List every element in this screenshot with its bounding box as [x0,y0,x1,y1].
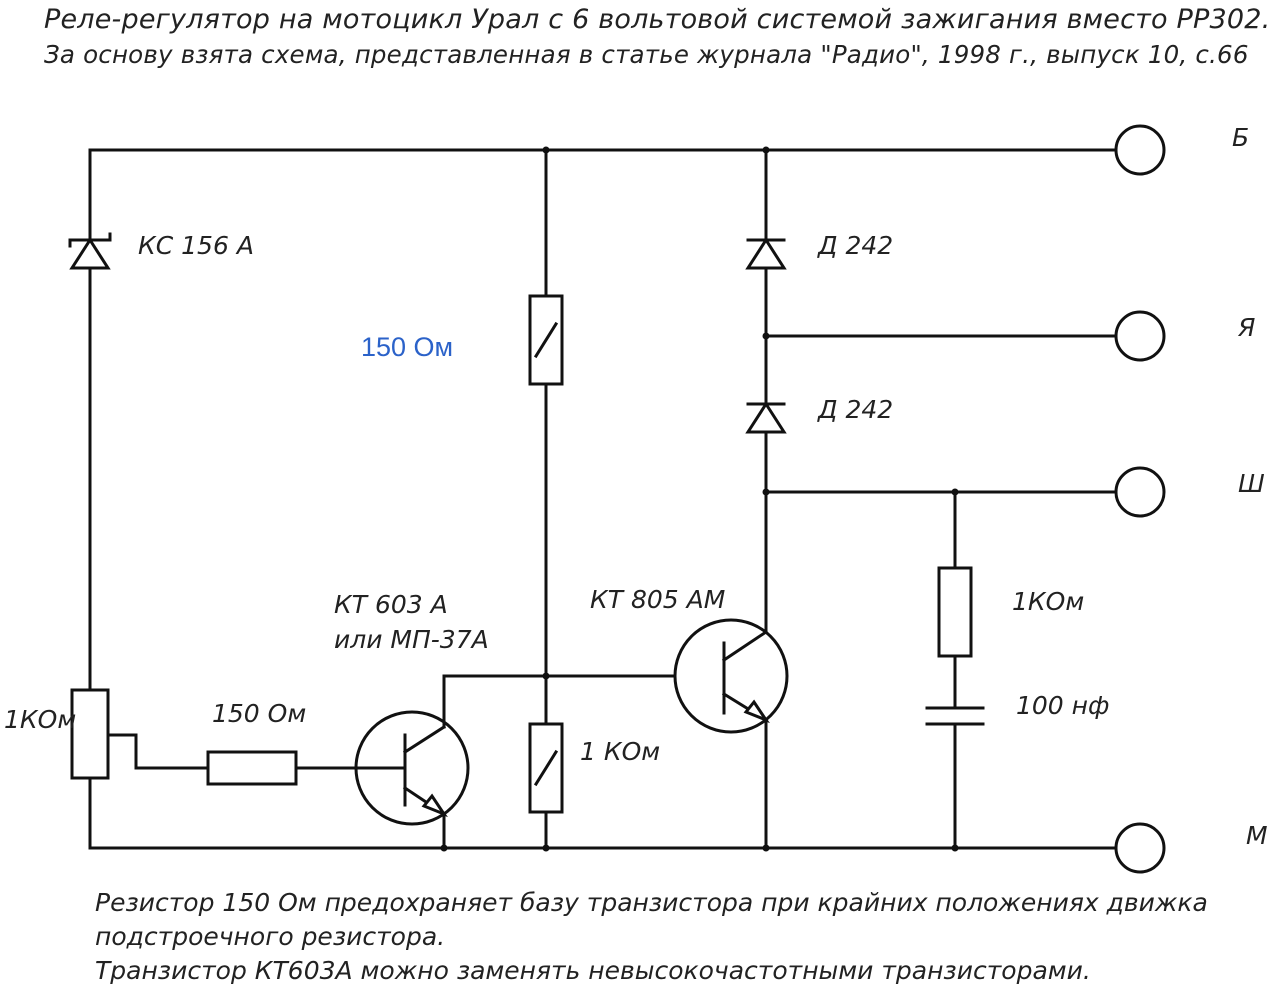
diode-d242-bottom-symbol [745,401,787,434]
terminal-m [1114,822,1166,874]
trimmer-resistor-body [70,688,110,780]
label-diode-bottom: Д 242 [817,395,893,424]
resistor-150-base-body [206,750,298,786]
junction-dots [440,146,959,852]
label-resistor-right: 1КОм [1012,587,1084,616]
terminal-sh [1114,466,1166,518]
diode-d242-top-symbol [745,237,787,270]
label-zener: КС 156 А [138,231,254,260]
resistor-1k-right-body [937,566,973,658]
label-terminal-sh: Ш [1238,469,1265,498]
transistor-kt805am-symbol [673,618,789,734]
label-resistor-mid: 1 КОм [580,737,660,766]
note-line-2: подстроечного резистора. [95,922,446,951]
label-terminal-m: М [1246,821,1268,850]
zener-diode-symbol [68,232,112,270]
label-transistor1-name: КТ 603 А [334,590,448,619]
transistor-kt603a-symbol [354,710,470,826]
label-terminal-b: Б [1232,123,1249,152]
label-transistor2: КТ 805 АМ [590,585,725,614]
header-line-2: За основу взята схема, представленная в … [44,40,1249,69]
label-diode-top: Д 242 [817,231,893,260]
terminal-ya [1114,310,1166,362]
label-resistor-top: 150 Ом [361,332,453,362]
note-line-1: Резистор 150 Ом предохраняет базу транзи… [95,888,1208,917]
label-resistor-base: 150 Ом [212,699,306,728]
capacitor-100nf-symbol [925,706,985,726]
trimmer-wiper [106,733,210,770]
label-terminal-ya: Я [1237,313,1255,342]
note-line-3: Транзистор КТ603А можно заменять невысок… [95,956,1091,985]
terminal-b [1114,124,1166,176]
label-trimmer: 1КОм [4,705,76,734]
header-line-1: Реле-регулятор на мотоцикл Урал с 6 воль… [44,4,1271,35]
label-capacitor: 100 нф [1016,691,1109,720]
label-transistor1-alt: или МП-37А [334,625,489,654]
